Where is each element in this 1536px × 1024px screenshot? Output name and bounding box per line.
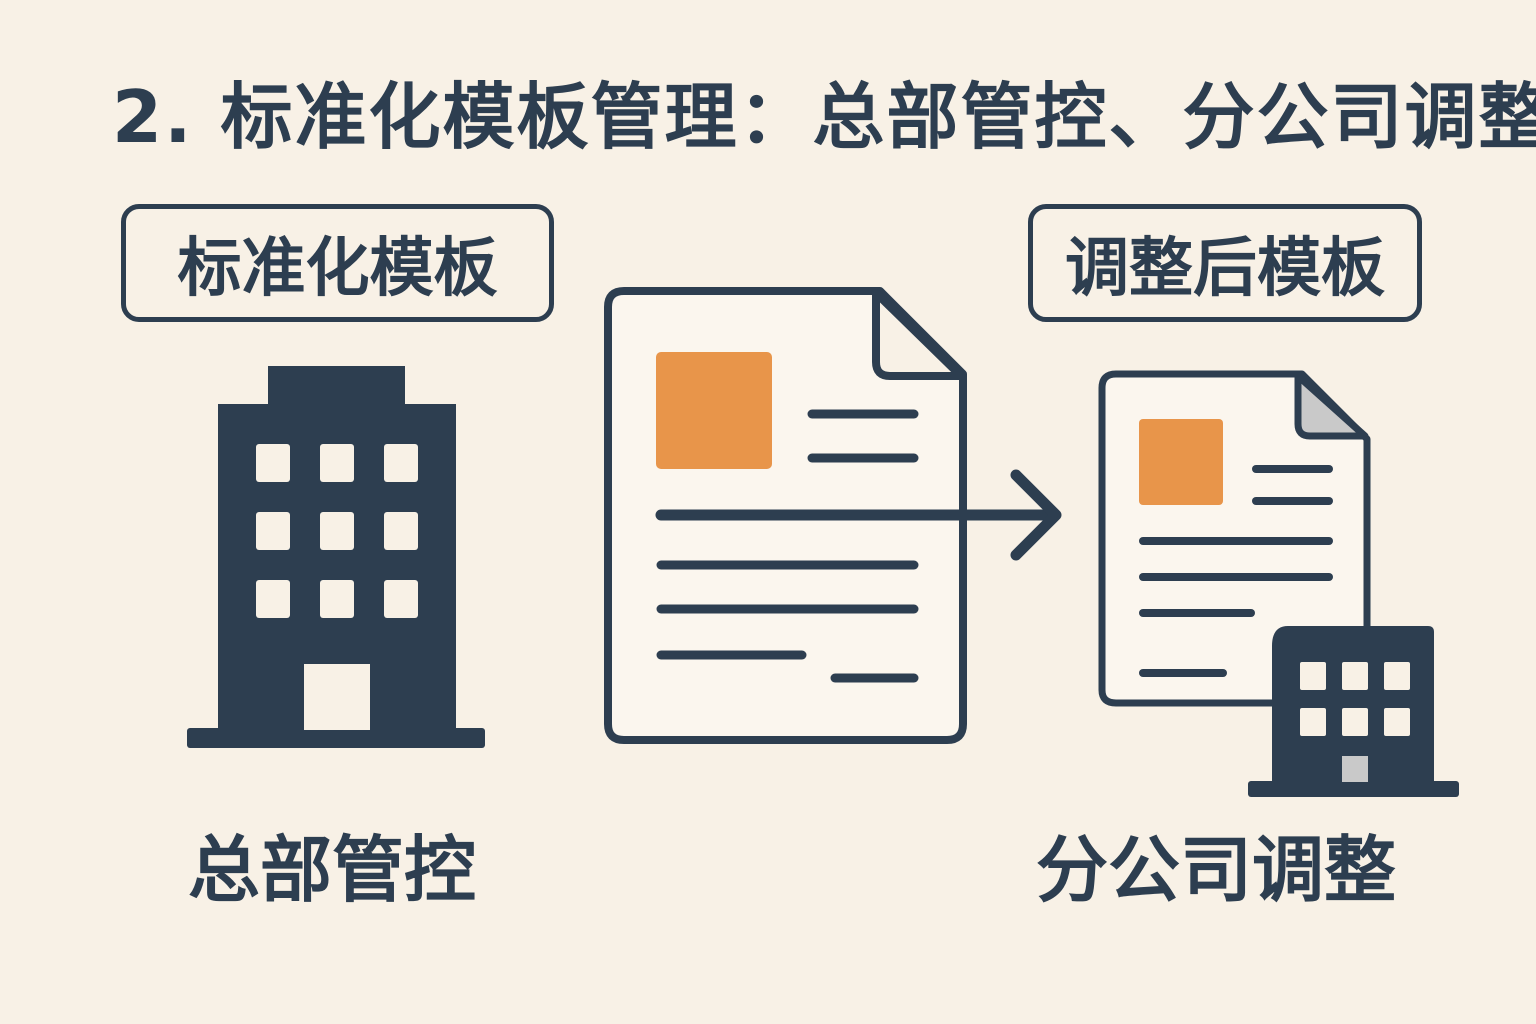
hq-control-caption: 总部管控 bbox=[188, 828, 477, 912]
standard-template-text: 标准化模板 bbox=[177, 232, 498, 306]
page-title: 2. 标准化模板管理：总部管控、分公司调整 bbox=[112, 75, 1536, 159]
arrow-right-icon bbox=[655, 469, 1062, 561]
branch-adjust-caption: 分公司调整 bbox=[1036, 828, 1397, 912]
small-building-icon bbox=[1248, 626, 1459, 797]
adjusted-template-label: 调整后模板 bbox=[1028, 204, 1422, 322]
image-placeholder bbox=[656, 352, 772, 469]
standard-template-label: 标准化模板 bbox=[121, 204, 554, 322]
office-building-icon bbox=[187, 366, 485, 748]
adjusted-template-text: 调整后模板 bbox=[1065, 232, 1385, 306]
